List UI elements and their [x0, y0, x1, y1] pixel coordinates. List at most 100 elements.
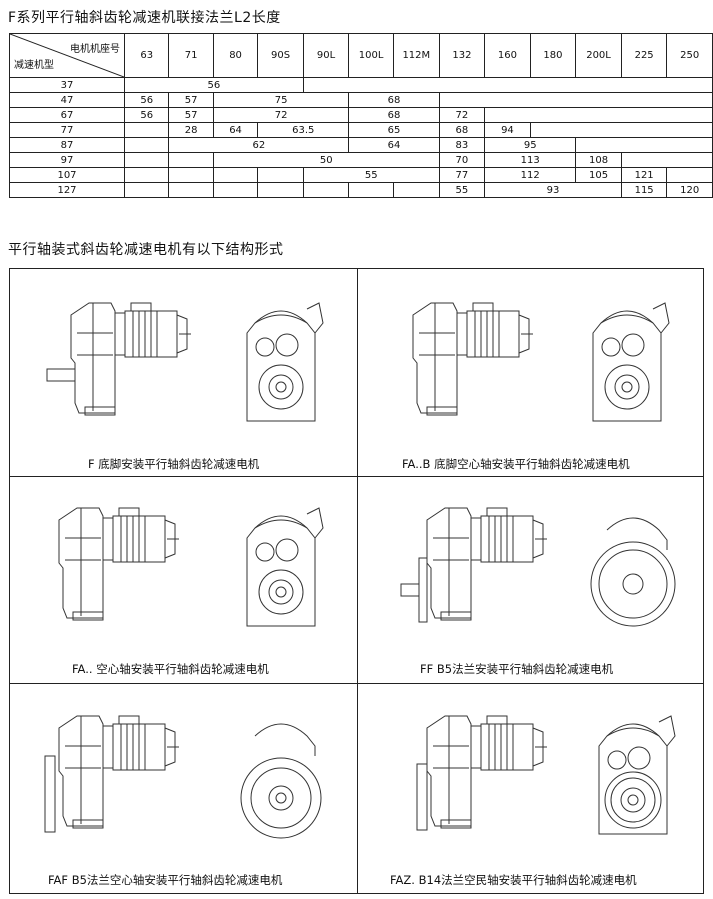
- caption-faz: FAZ. B14法兰空民轴安装平行轴斜齿轮减速电机: [390, 873, 637, 887]
- corner-motor-frame-label: 电机机座号: [70, 44, 120, 55]
- l2-value-cell: [257, 167, 304, 183]
- column-header: 132: [438, 33, 486, 78]
- l2-value-cell: [212, 182, 259, 198]
- l2-value-cell: 72: [212, 107, 350, 123]
- l2-value-cell: [484, 107, 713, 123]
- l2-value-cell: 55: [302, 167, 440, 183]
- l2-value-cell: [123, 152, 170, 168]
- l2-value-cell: 56: [124, 77, 304, 93]
- l2-value-cell: [529, 122, 713, 138]
- fa-side-view: [58, 507, 180, 621]
- l2-value-cell: [123, 122, 170, 138]
- l2-value-cell: [620, 152, 713, 168]
- l2-value-cell: [123, 137, 170, 153]
- l2-value-cell: [168, 152, 214, 168]
- l2-value-cell: 121: [620, 167, 668, 183]
- l2-value-cell: [302, 77, 713, 93]
- column-header: 63: [123, 33, 170, 78]
- ff-side-view: [400, 507, 548, 623]
- grid-divider-row-2: [9, 683, 704, 684]
- l2-value-cell: [392, 182, 440, 198]
- l2-value-cell: 70: [438, 152, 486, 168]
- l2-value-cell: 64: [348, 137, 440, 153]
- caption-fa: FA.. 空心轴安装平行轴斜齿轮减速电机: [72, 662, 269, 676]
- l2-value-cell: 113: [484, 152, 577, 168]
- reducer-model-cell: 77: [9, 122, 125, 138]
- column-header: 112M: [392, 33, 440, 78]
- l2-value-cell: 50: [212, 152, 440, 168]
- ff-end-view: [590, 517, 676, 627]
- l2-value-cell: 28: [168, 122, 214, 138]
- l2-value-cell: [123, 182, 170, 198]
- corner-reducer-model-label: 减速机型: [14, 60, 54, 71]
- l2-value-cell: 68: [348, 107, 440, 123]
- f-end-view: [246, 302, 324, 422]
- l2-value-cell: [348, 182, 394, 198]
- column-header: 90L: [302, 33, 350, 78]
- column-header: 80: [212, 33, 259, 78]
- l2-value-cell: [168, 182, 214, 198]
- faz-side-view: [416, 715, 548, 831]
- caption-ff: FF B5法兰安装平行轴斜齿轮减速电机: [420, 662, 614, 676]
- l2-value-cell: 57: [168, 107, 214, 123]
- reducer-model-cell: 107: [9, 167, 125, 183]
- l2-value-cell: 108: [575, 152, 622, 168]
- l2-value-cell: 112: [484, 167, 577, 183]
- l2-value-cell: [168, 167, 214, 183]
- l2-value-cell: 55: [438, 182, 486, 198]
- l2-value-cell: 57: [168, 92, 214, 108]
- grid-divider-row-1: [9, 476, 704, 477]
- l2-value-cell: 95: [484, 137, 577, 153]
- l2-value-cell: 77: [438, 167, 486, 183]
- l2-value-cell: 68: [438, 122, 486, 138]
- l2-value-cell: 72: [438, 107, 486, 123]
- column-header: 180: [529, 33, 577, 78]
- faz-end-view: [598, 715, 676, 835]
- l2-value-cell: 63.5: [257, 122, 350, 138]
- column-header: 160: [484, 33, 531, 78]
- column-header: 250: [666, 33, 713, 78]
- column-header: 225: [620, 33, 668, 78]
- reducer-model-cell: 67: [9, 107, 125, 123]
- gearmotor-drawings: [44, 302, 676, 839]
- fa-end-view: [246, 507, 324, 627]
- reducer-model-cell: 127: [9, 182, 125, 198]
- f-side-view: [46, 302, 192, 416]
- table-corner-cell: 电机机座号 减速机型: [9, 33, 125, 78]
- caption-faf: FAF B5法兰空心轴安装平行轴斜齿轮减速电机: [48, 873, 283, 887]
- l2-value-cell: 115: [620, 182, 668, 198]
- l2-value-cell: 94: [484, 122, 531, 138]
- faf-side-view: [44, 715, 180, 833]
- reducer-model-cell: 37: [9, 77, 125, 93]
- l2-value-cell: 83: [438, 137, 486, 153]
- l2-value-cell: [123, 167, 170, 183]
- reducer-model-cell: 87: [9, 137, 125, 153]
- diagonal-divider: [10, 34, 124, 77]
- l2-value-cell: [302, 182, 350, 198]
- caption-f: F 底脚安装平行轴斜齿轮减速电机: [88, 457, 260, 471]
- l2-value-cell: 120: [666, 182, 713, 198]
- l2-value-cell: 65: [348, 122, 440, 138]
- l2-value-cell: [438, 92, 713, 108]
- fa-b-end-view: [592, 302, 670, 422]
- column-header: 71: [168, 33, 214, 78]
- l2-value-cell: 64: [212, 122, 259, 138]
- column-header: 200L: [575, 33, 622, 78]
- l2-value-cell: [212, 167, 259, 183]
- l2-value-cell: 93: [484, 182, 622, 198]
- l2-value-cell: 56: [123, 107, 170, 123]
- l2-value-cell: 62: [168, 137, 350, 153]
- l2-value-cell: [666, 167, 713, 183]
- l2-value-cell: 56: [123, 92, 170, 108]
- l2-value-cell: [257, 182, 304, 198]
- l2-value-cell: [575, 137, 713, 153]
